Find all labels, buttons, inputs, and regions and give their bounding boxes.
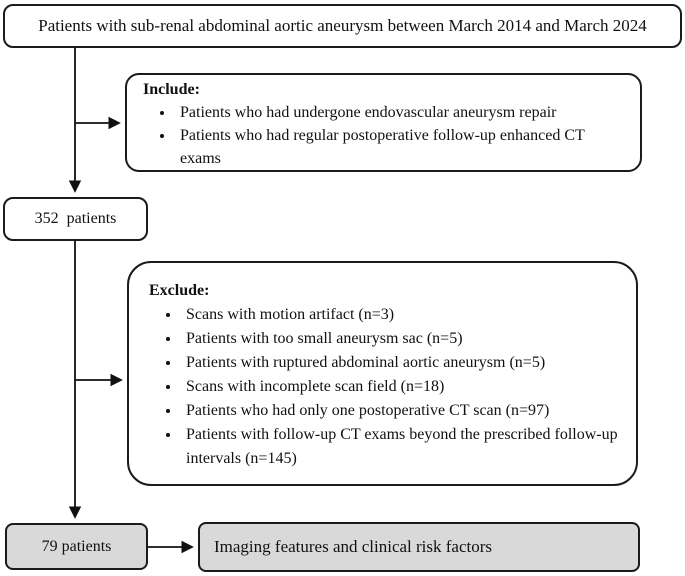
cohort-count-text: 352 patients: [34, 210, 117, 227]
include-criteria-box: Include: Patients who had undergone endo…: [125, 73, 642, 172]
exclude-list: Scans with motion artifact (n=3) Patient…: [149, 303, 624, 471]
outcome-text: Imaging features and clinical risk facto…: [214, 537, 493, 556]
final-count-text: 79 patients: [41, 537, 112, 555]
exclude-criteria-box: Exclude: Scans with motion artifact (n=3…: [127, 261, 638, 486]
exclude-item: Patients who had only one postoperative …: [181, 399, 624, 423]
exclude-header: Exclude:: [149, 282, 210, 299]
include-list: Patients who had undergone endovascular …: [143, 101, 628, 170]
include-item: Patients who had regular postoperative f…: [175, 124, 628, 170]
cohort-count-box: 352 patients: [3, 197, 148, 241]
include-header: Include:: [143, 81, 200, 98]
source-population-text: Patients with sub-renal abdominal aortic…: [38, 16, 647, 35]
exclude-item: Patients with too small aneurysm sac (n=…: [181, 327, 624, 351]
exclude-item: Scans with motion artifact (n=3): [181, 303, 624, 327]
exclude-item: Patients with ruptured abdominal aortic …: [181, 351, 624, 375]
final-count-box: 79 patients: [5, 523, 148, 570]
source-population-box: Patients with sub-renal abdominal aortic…: [3, 4, 682, 48]
outcome-box: Imaging features and clinical risk facto…: [198, 522, 640, 572]
exclude-item: Scans with incomplete scan field (n=18): [181, 375, 624, 399]
include-item: Patients who had undergone endovascular …: [175, 101, 628, 124]
exclude-item: Patients with follow-up CT exams beyond …: [181, 423, 624, 471]
